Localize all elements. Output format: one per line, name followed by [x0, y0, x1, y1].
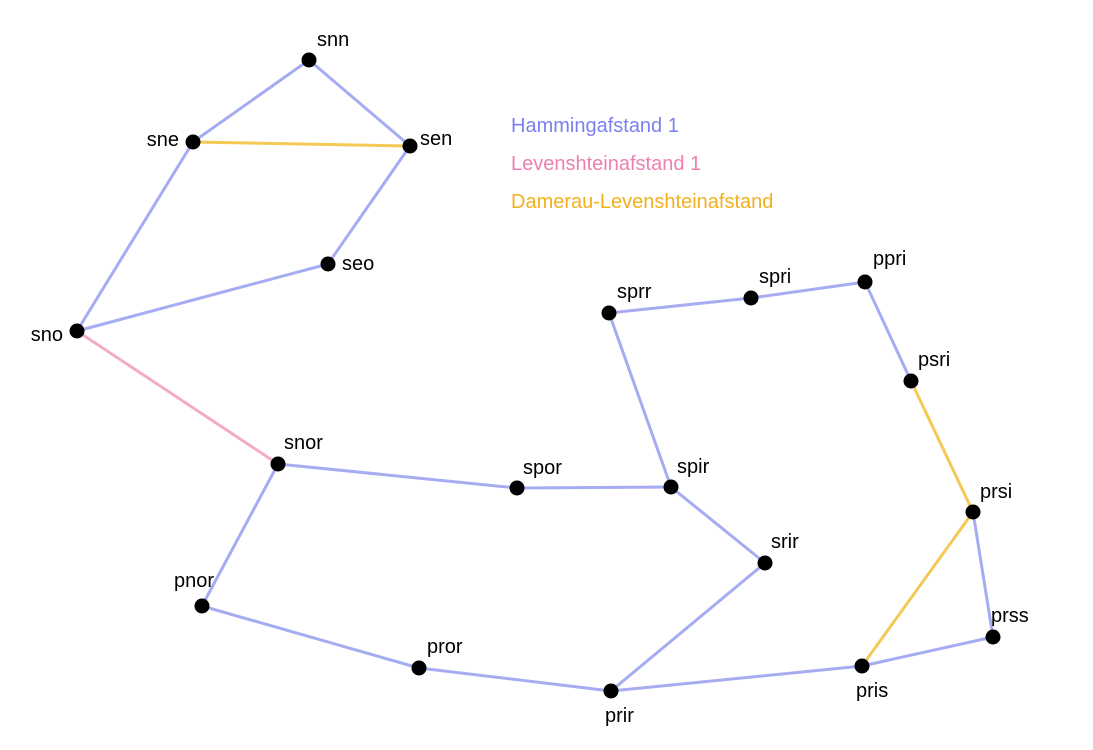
- node-label-ppri: ppri: [873, 248, 906, 270]
- edge-snn-sen: [308, 58, 411, 148]
- legend-damerau: Damerau-Levenshteinafstand: [511, 191, 773, 213]
- node-srir: [757, 555, 773, 571]
- node-label-sno: sno: [31, 324, 63, 346]
- edge-pror-pnor: [201, 604, 420, 670]
- edge-sprr-spri: [608, 296, 752, 315]
- node-sprr: [601, 305, 617, 321]
- node-spir: [663, 479, 679, 495]
- node-label-pris: pris: [856, 680, 888, 702]
- edge-ppri-psri: [863, 281, 913, 382]
- node-label-sprr: sprr: [617, 281, 652, 303]
- node-pror: [411, 660, 427, 676]
- node-label-prss: prss: [991, 605, 1029, 627]
- node-prir: [603, 683, 619, 699]
- node-label-prsi: prsi: [980, 481, 1012, 503]
- edge-spri-ppri: [750, 280, 866, 300]
- node-label-spri: spri: [759, 266, 791, 288]
- edge-sen-seo: [326, 145, 412, 265]
- node-label-snor: snor: [284, 432, 323, 454]
- legend-hamming: Hammingafstand 1: [511, 115, 679, 137]
- edge-snor-spor: [277, 462, 518, 490]
- node-ppri: [857, 274, 873, 290]
- edge-prir-srir: [610, 561, 766, 693]
- edge-spor-spir: [516, 485, 672, 490]
- edges-layer: [75, 58, 995, 693]
- edge-snn-sne: [192, 58, 310, 144]
- node-spri: [743, 290, 759, 306]
- node-label-spor: spor: [523, 457, 562, 479]
- edge-spir-sprr: [607, 312, 673, 488]
- node-psri: [903, 373, 919, 389]
- legend-levenshtein: Levenshteinafstand 1: [511, 153, 701, 175]
- edge-sne-sen: [192, 140, 411, 148]
- node-label-pnor: pnor: [174, 570, 214, 592]
- node-label-sne: sne: [147, 129, 179, 151]
- node-label-snn: snn: [317, 29, 349, 51]
- node-sne: [185, 134, 201, 150]
- node-snn: [301, 52, 317, 68]
- node-label-seo: seo: [342, 253, 374, 275]
- node-sno: [69, 323, 85, 339]
- node-label-spir: spir: [677, 456, 710, 478]
- node-seo: [320, 256, 336, 272]
- node-pnor: [194, 598, 210, 614]
- node-prss: [985, 629, 1001, 645]
- nodes-layer: snn sne sen seo sno snor spor spir sprr spri ppri p…: [31, 29, 1029, 727]
- edge-pris-prir: [610, 664, 863, 693]
- edge-psri-prsi: [909, 380, 975, 513]
- node-pris: [854, 658, 870, 674]
- edge-prsi-prss: [971, 511, 995, 638]
- edge-prsi-pris: [860, 511, 975, 667]
- node-spor: [509, 480, 525, 496]
- edge-prss-pris: [861, 635, 994, 668]
- edge-seo-sno: [76, 262, 329, 333]
- edge-prir-pror: [418, 666, 612, 693]
- edge-sno-snor: [76, 329, 279, 466]
- node-label-pror: pror: [427, 636, 463, 658]
- node-snor: [270, 456, 286, 472]
- node-prsi: [965, 504, 981, 520]
- node-sen: [402, 138, 418, 154]
- node-label-prir: prir: [605, 705, 634, 727]
- edge-srir-spir: [670, 485, 766, 565]
- legend: Hammingafstand 1 Levenshteinafstand 1 Da…: [511, 115, 773, 213]
- node-label-psri: psri: [918, 349, 950, 371]
- node-label-sen: sen: [420, 128, 452, 150]
- edge-pnor-snor: [200, 463, 280, 607]
- node-label-srir: srir: [771, 531, 799, 553]
- edge-sne-sno: [75, 141, 195, 332]
